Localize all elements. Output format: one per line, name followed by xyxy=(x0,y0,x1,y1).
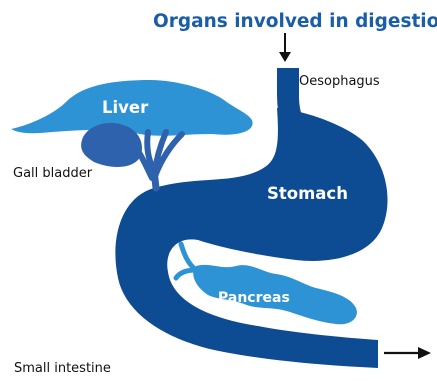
exit-arrow-icon xyxy=(384,347,431,359)
gall-bladder-label: Gall bladder xyxy=(13,166,93,181)
pancreas-label: Pancreas xyxy=(218,290,290,306)
small-intestine-label: Small intestine xyxy=(14,361,111,376)
diagram-title: Organs involved in digestion xyxy=(153,11,437,32)
pancreatic-duct xyxy=(176,244,196,278)
gall-bladder xyxy=(81,123,182,188)
liver-label: Liver xyxy=(102,98,149,117)
entry-arrow-icon xyxy=(279,33,291,62)
stomach-label: Stomach xyxy=(267,184,348,203)
oesophagus-label: Oesophagus xyxy=(299,74,380,89)
stomach xyxy=(115,108,387,368)
